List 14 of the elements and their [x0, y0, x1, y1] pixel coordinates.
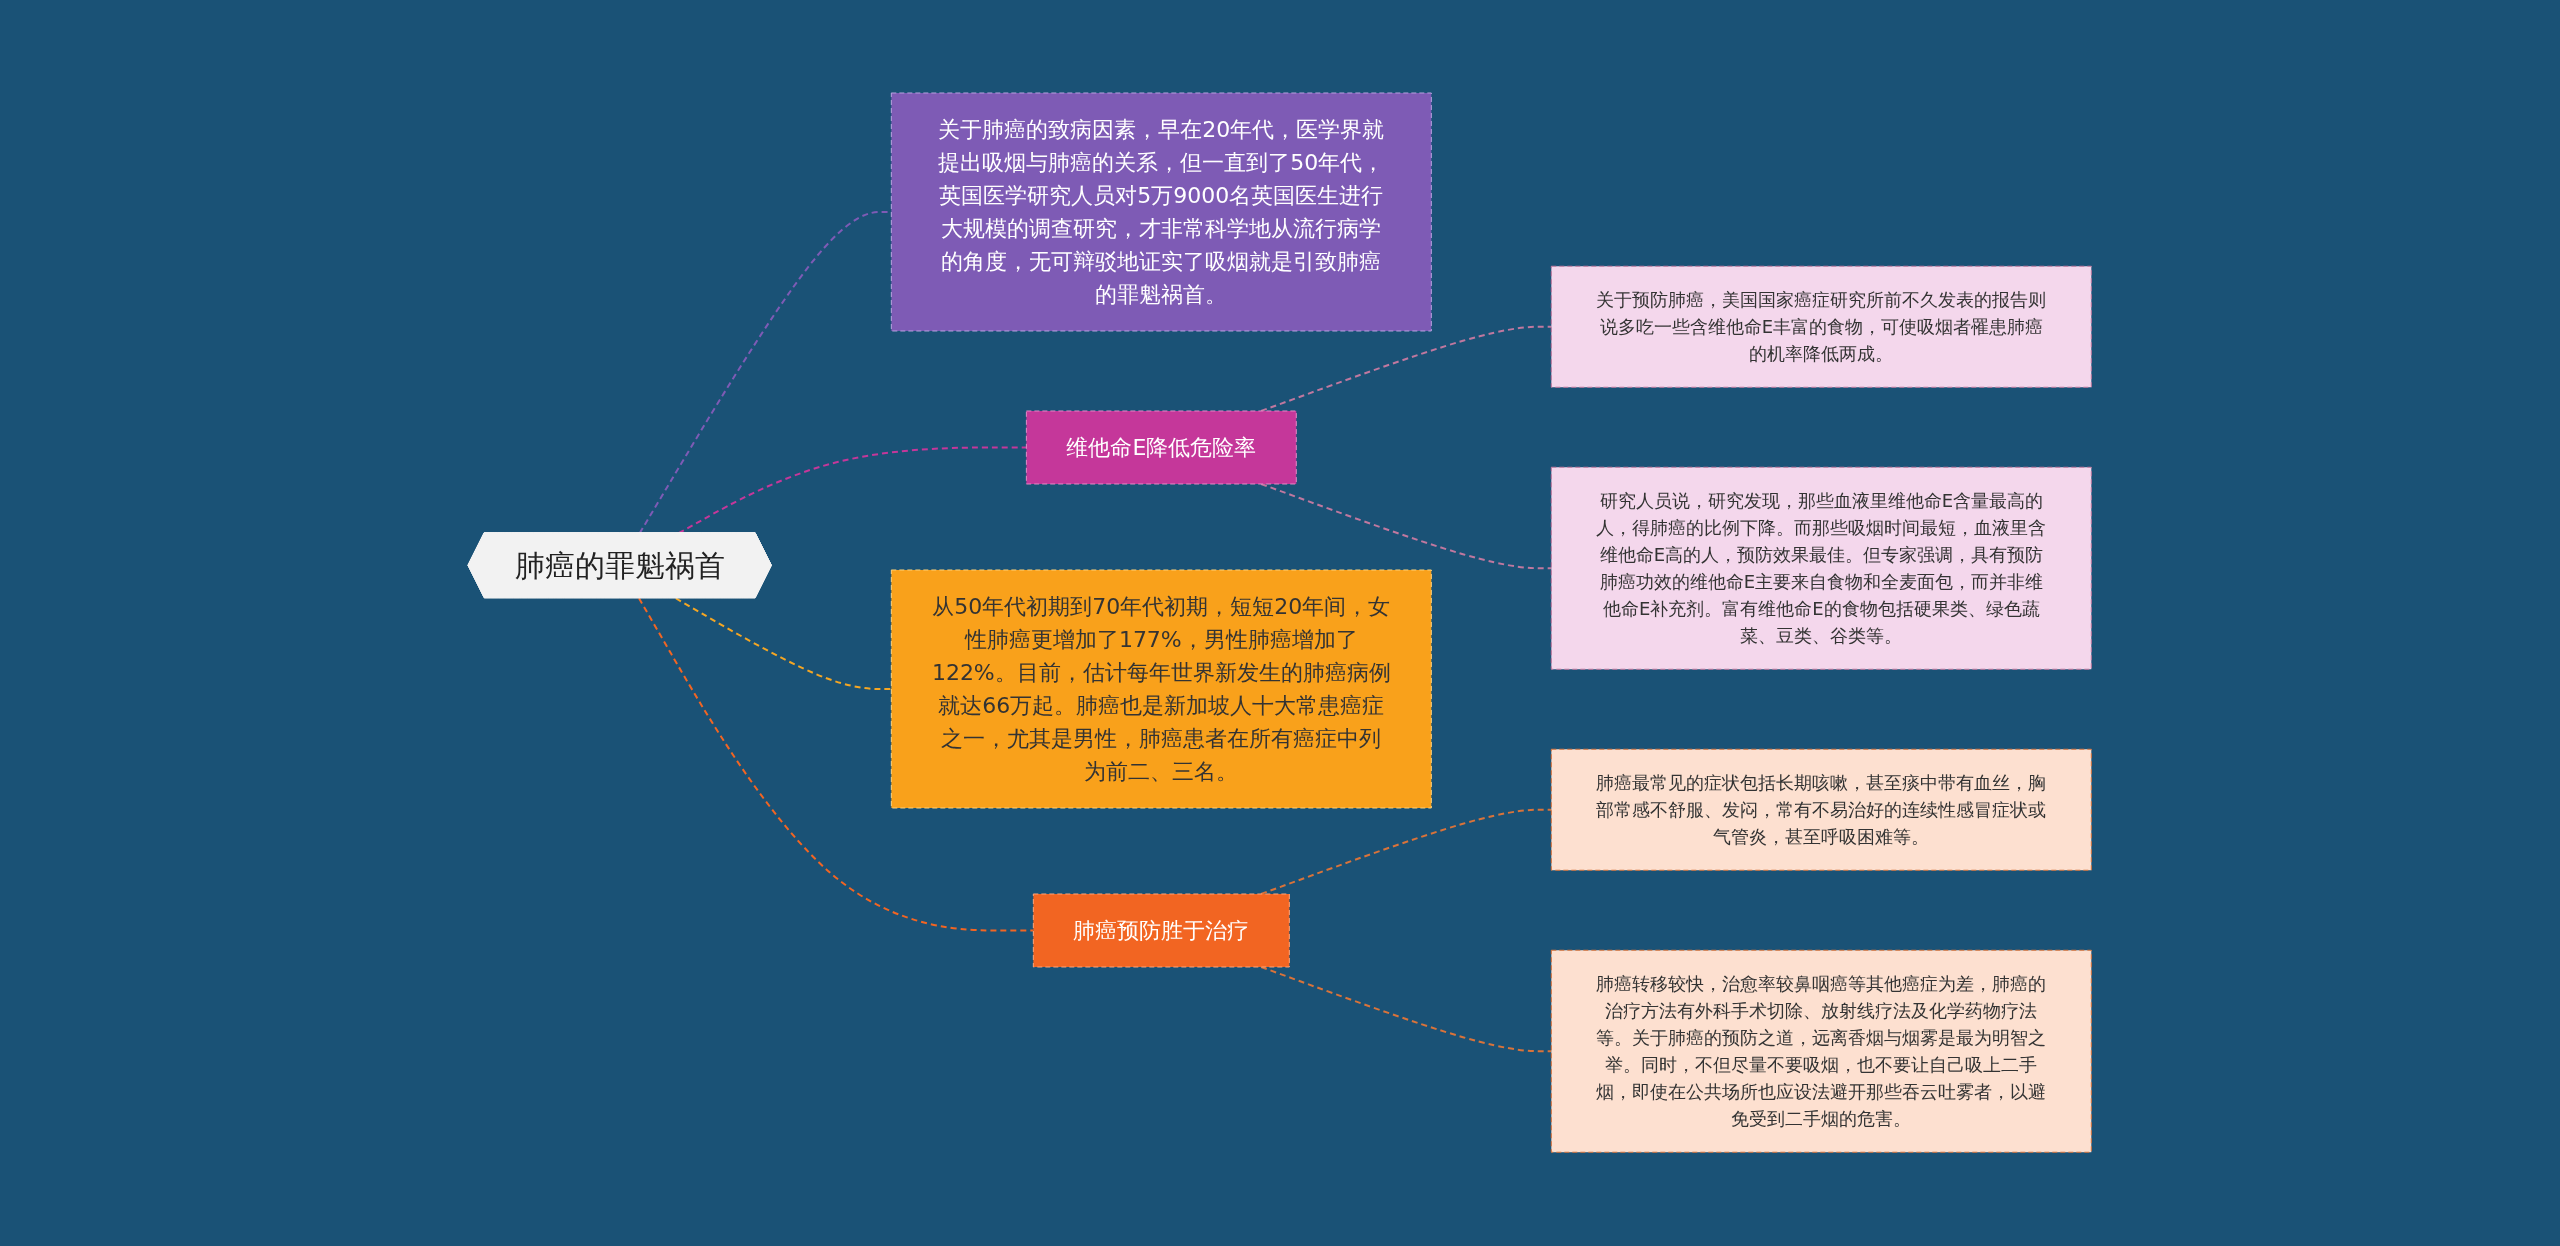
node-box: 从50年代初期到70年代初期，短短20年间，女性肺癌更增加了177%，男性肺癌增加了122%。目前，估计每年世界新发生的肺癌病例就达66万起。肺癌也是新加坡人十大常患癌症之一，尤其是男性，肺癌患者在所有癌症中列为前二、三名。	[891, 569, 1433, 809]
node-box: 肺癌最常见的症状包括长期咳嗽，甚至痰中带有血丝，胸部常感不舒服、发闷，常有不易治好的连续性感冒症状或气管炎，甚至呼吸困难等。	[1551, 749, 2093, 872]
connector	[1260, 326, 1553, 413]
node-box: 研究人员说，研究发现，那些血液里维他命E含量最高的人，得肺癌的比例下降。而那些吸烟时间最短，血液里含维他命E高的人，预防效果最佳。但专家强调，具有预防肺癌功效的维他命E主要来自食物和全麦面包，而并非维他命E补充剂。富有维他命E的食物包括硬果类、绿色蔬菜、豆类、谷类等。	[1551, 467, 2093, 671]
connector	[1260, 966, 1553, 1053]
node-box: 肺癌转移较快，治愈率较鼻咽癌等其他癌症为差，肺癌的治疗方法有外科手术切除、放射线疗法及化学药物疗法等。关于肺癌的预防之道，远离香烟与烟雾是最为明智之举。同时，不但尽量不要吸烟，也不要让自己吸上二手烟，即使在公共场所也应设法避开那些吞云吐雾者，以避免受到二手烟的危害。	[1551, 950, 2093, 1154]
connector	[638, 597, 1035, 932]
node-box: 肺癌预防胜于治疗	[1033, 893, 1291, 968]
connector	[675, 597, 893, 691]
connector	[1260, 809, 1553, 896]
connector	[677, 446, 1028, 535]
node-box: 维他命E降低危险率	[1026, 410, 1298, 485]
node-box: 关于肺癌的致病因素，早在20年代，医学界就提出吸烟与肺癌的关系，但一直到了50年代，英国医学研究人员对5万9000名英国医生进行大规模的调查研究，才非常科学地从流行病学的角度，无可辩驳地证实了吸烟就是引致肺癌的罪魁祸首。	[891, 92, 1433, 332]
node-box: 关于预防肺癌，美国国家癌症研究所前不久发表的报告则说多吃一些含维他命E丰富的食物，可使吸烟者罹患肺癌的机率降低两成。	[1551, 266, 2093, 389]
